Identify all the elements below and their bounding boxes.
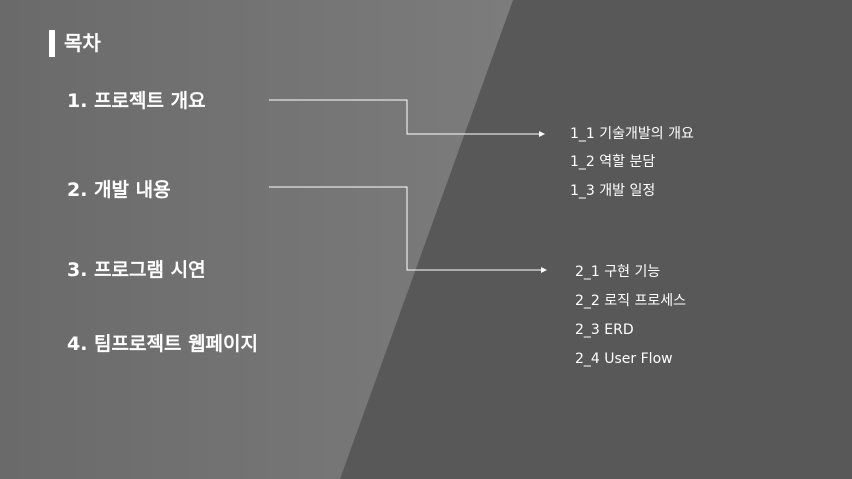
subsection-2-3[interactable]: 2_3 ERD bbox=[575, 322, 634, 338]
section-3-demo[interactable]: 3. 프로그램 시연 bbox=[67, 259, 206, 281]
subsection-1-3[interactable]: 1_3 개발 일정 bbox=[570, 183, 656, 199]
subsection-1-1[interactable]: 1_1 기술개발의 개요 bbox=[570, 126, 694, 142]
subsection-2-2[interactable]: 2_2 로직 프로세스 bbox=[575, 293, 686, 309]
subsection-1-2[interactable]: 1_2 역할 분담 bbox=[570, 154, 656, 170]
title-accent-bar bbox=[49, 30, 55, 57]
subsection-2-4[interactable]: 2_4 User Flow bbox=[575, 351, 673, 367]
page-title: 목차 bbox=[64, 31, 101, 55]
subsection-2-1[interactable]: 2_1 구현 기능 bbox=[575, 264, 661, 280]
connector-arrow-2 bbox=[269, 186, 547, 273]
section-1-overview[interactable]: 1. 프로젝트 개요 bbox=[67, 90, 206, 112]
section-4-webpage[interactable]: 4. 팀프로젝트 웹페이지 bbox=[67, 333, 258, 355]
connector-arrow-1 bbox=[269, 99, 545, 137]
section-2-development[interactable]: 2. 개발 내용 bbox=[67, 179, 171, 201]
